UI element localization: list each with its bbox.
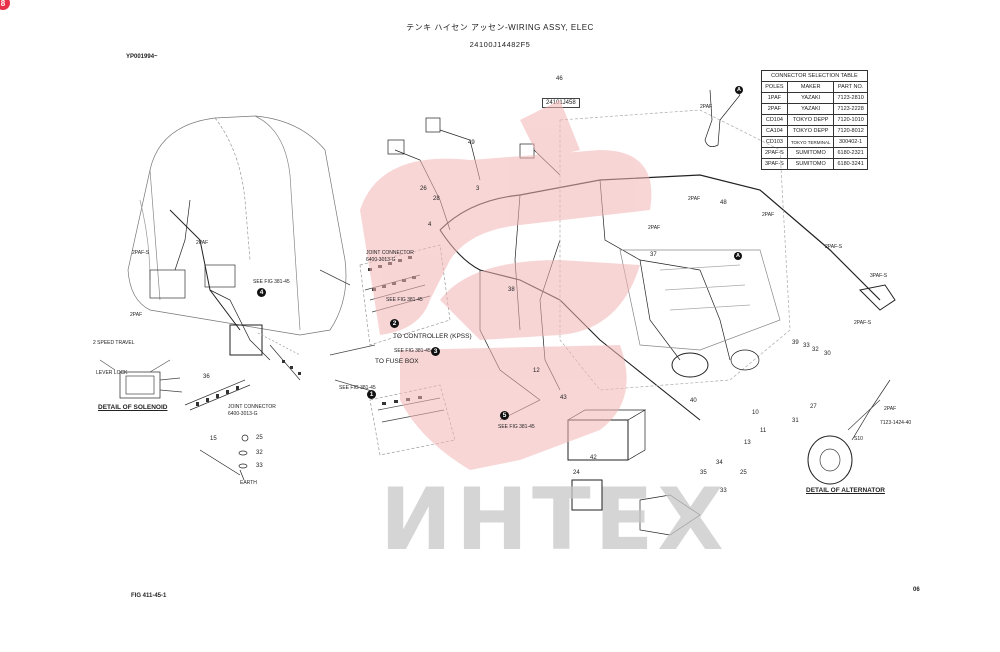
part-label: 24 <box>573 470 580 476</box>
see-fig-ref: SEE FIG 381-45 <box>339 385 376 391</box>
joint-connector-label: JOINT CONNECTOR <box>228 404 276 410</box>
cell-poles: 2PAF <box>761 103 788 115</box>
joint-connector-part: 6400-3013-G <box>228 411 258 417</box>
part-label: 27 <box>810 404 817 410</box>
bolt-label: 15 <box>210 436 217 442</box>
part-label: 35 <box>700 470 707 476</box>
part-label: 13 <box>744 440 751 446</box>
connector-tag: 2PAF <box>648 225 661 231</box>
part-label: 43 <box>560 395 567 401</box>
solenoid-tag: 2 SPEED TRAVEL <box>93 340 135 346</box>
washer-label: 32 <box>256 450 263 456</box>
marker-5: 5 <box>500 411 509 420</box>
part-label: 39 <box>792 340 799 346</box>
connector-tag: 2PAF <box>762 212 775 218</box>
part-label: 33 <box>803 343 810 349</box>
part-label: 3 <box>476 186 480 192</box>
connector-tag: 2PAF <box>130 312 143 318</box>
part-label: 36 <box>203 374 210 380</box>
marker-a-lower: A <box>734 252 742 260</box>
nut-label: 25 <box>256 435 263 441</box>
connector-tag: 3PAF-S <box>870 273 888 279</box>
part-label: 12 <box>533 368 540 374</box>
diagram-title: テンキ ハイセン アッセン-WIRING ASSY, ELEC <box>406 23 594 32</box>
connector-selection-table: CONNECTOR SELECTION TABLE POLES MAKER PA… <box>761 70 868 170</box>
cell-part-no: 6180-3241 <box>833 158 868 170</box>
part-label: 28 <box>433 196 440 202</box>
part-label: 37 <box>650 252 657 258</box>
part-label: 11 <box>760 428 767 434</box>
connector-tag: 2PAF <box>196 240 209 246</box>
watermark-text: ИНТЕХ <box>380 470 728 570</box>
alternator-tag: S10 <box>854 436 863 442</box>
callout-item-46: 46 <box>556 76 563 82</box>
marker-4: 4 <box>257 288 266 297</box>
see-fig-ref: SEE FIG 381-45 <box>253 279 290 285</box>
part-label: 49 <box>468 140 475 146</box>
marker-3: 3 <box>431 347 440 356</box>
part-label: 26 <box>420 186 427 192</box>
to-fuse-box-label: TO FUSE BOX <box>375 358 419 365</box>
part-label: 10 <box>752 410 759 416</box>
part-label: 25 <box>740 470 747 476</box>
connector-tag: 2PAF <box>700 104 713 110</box>
part-label: 32 <box>812 347 819 353</box>
part-label: 40 <box>690 398 697 404</box>
joint-connector-part: 6400-3013-G <box>366 257 396 263</box>
marker-a-top: A <box>735 86 743 94</box>
cell-poles: CD103 <box>761 136 788 148</box>
washer-label: 33 <box>256 463 263 469</box>
part-label: 33 <box>720 488 727 494</box>
marker-2: 2 <box>390 319 399 328</box>
part-label: 4 <box>428 222 432 228</box>
to-controller-label: TO CONTROLLER (KPSS) <box>393 333 472 340</box>
connector-tag: 2PAF-S <box>132 250 150 256</box>
see-fig-ref: SEE FIG 381-45 <box>394 348 431 354</box>
connector-tag: 2PAF-S <box>854 320 872 326</box>
see-fig-ref: SEE FIG 381-45 <box>498 424 535 430</box>
part-label: 38 <box>508 287 515 293</box>
connector-tag: 2PAF <box>688 196 701 202</box>
page-number: 06 <box>913 587 920 593</box>
part-label: 30 <box>824 351 831 357</box>
see-fig-ref: SEE FIG 381-45 <box>386 297 423 303</box>
connector-tag: 2PAF-S <box>825 244 843 250</box>
alternator-tag: 7123-1424-40 <box>880 420 912 426</box>
marker-1: 1 <box>367 390 376 399</box>
part-label: 48 <box>720 200 727 206</box>
earth-label: EARTH <box>240 480 257 486</box>
detail-solenoid-title: DETAIL OF SOLENOID <box>98 404 168 411</box>
part-label: 34 <box>716 460 723 466</box>
assembly-part-number: 24100J14482F5 <box>469 40 531 49</box>
part-label: 31 <box>792 418 799 424</box>
figure-number: FIG 411-45-1 <box>131 593 167 599</box>
joint-connector-label: JOINT CONNECTOR <box>366 250 414 256</box>
alternator-tag: 2PAF <box>884 406 897 412</box>
detail-alternator-title: DETAIL OF ALTERNATOR <box>806 487 885 494</box>
lever-lock-tag: LEVER LOCK <box>96 370 128 376</box>
serial-range: YP001994~ <box>126 54 158 60</box>
part-label: 42 <box>590 455 597 461</box>
corner-badge: 8 <box>0 0 10 10</box>
